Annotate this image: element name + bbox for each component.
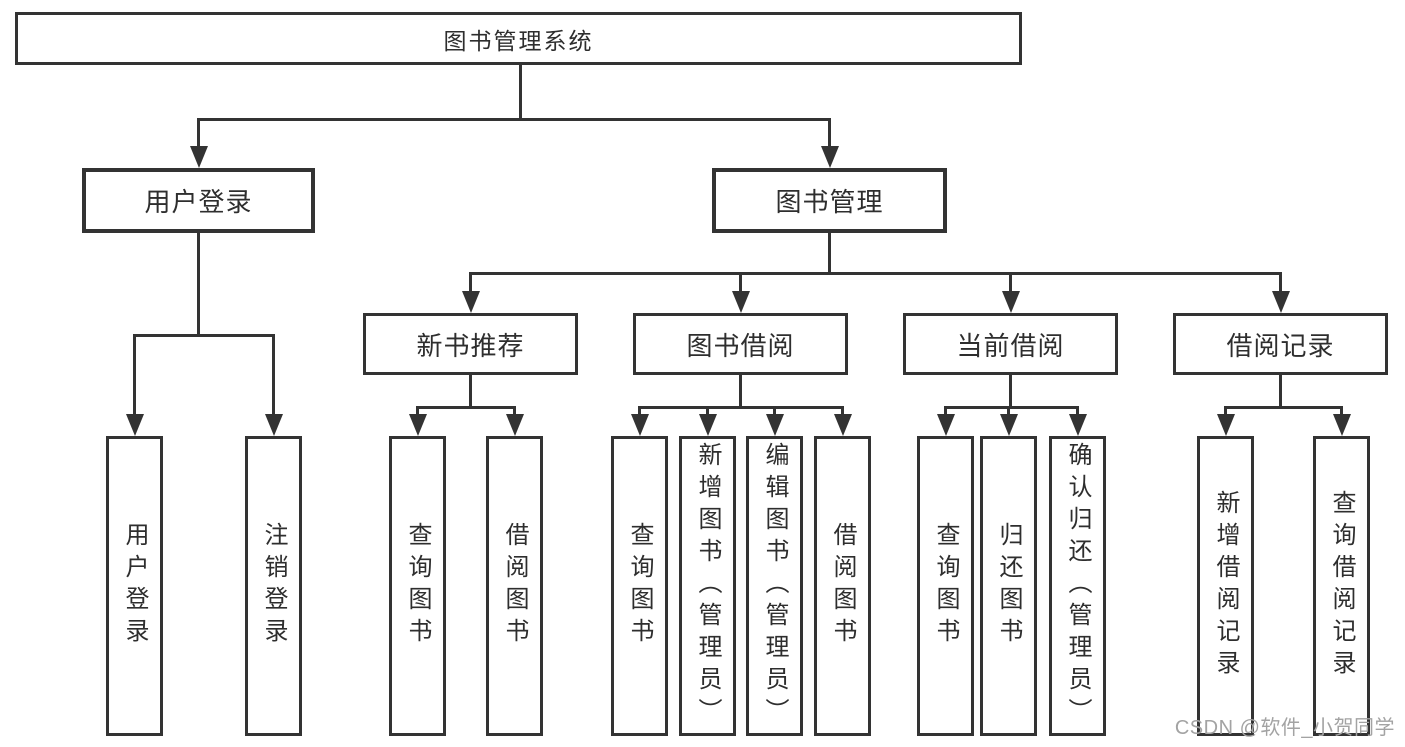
connector-line: [416, 406, 419, 414]
arrow-down-icon: [1000, 414, 1018, 436]
connector-line: [197, 233, 200, 334]
leaf-current-confirm-return-admin: 确认归还（管理员）: [1049, 436, 1106, 736]
connector-line: [773, 406, 776, 414]
leaf-borrow-add-books-admin: 新增图书（管理员）: [679, 436, 736, 736]
connector-line: [706, 406, 709, 414]
leaf-user-login: 用户登录: [106, 436, 163, 736]
arrow-down-icon: [1333, 414, 1351, 436]
connector-line: [1340, 406, 1343, 414]
node-new-book-recommend: 新书推荐: [363, 313, 578, 375]
connector-line: [133, 334, 136, 414]
arrow-down-icon: [462, 291, 480, 313]
connector-line: [469, 272, 1282, 275]
connector-line: [1076, 406, 1079, 414]
arrow-down-icon: [834, 414, 852, 436]
connector-line: [841, 406, 844, 414]
connector-line: [638, 406, 844, 409]
connector-line: [1007, 406, 1010, 414]
arrow-down-icon: [1272, 291, 1290, 313]
connector-line: [828, 233, 831, 272]
leaf-borrow-query-books: 查询图书: [611, 436, 668, 736]
leaf-current-query-books: 查询图书: [917, 436, 974, 736]
arrow-down-icon: [1217, 414, 1235, 436]
arrow-down-icon: [1002, 291, 1020, 313]
arrow-down-icon: [631, 414, 649, 436]
connector-line: [197, 118, 831, 121]
connector-line: [519, 65, 522, 118]
arrow-down-icon: [937, 414, 955, 436]
leaf-record-query: 查询借阅记录: [1313, 436, 1370, 736]
connector-line: [739, 272, 742, 291]
connector-line: [272, 334, 275, 414]
watermark-text: CSDN @软件_小贺同学: [1174, 717, 1395, 739]
node-root: 图书管理系统: [15, 12, 1022, 65]
connector-line: [1279, 375, 1282, 406]
leaf-borrow-edit-books-admin: 编辑图书（管理员）: [746, 436, 803, 736]
arrow-down-icon: [409, 414, 427, 436]
connector-line: [638, 406, 641, 414]
arrow-down-icon: [506, 414, 524, 436]
arrow-down-icon: [265, 414, 283, 436]
leaf-borrow-lend-books: 借阅图书: [814, 436, 871, 736]
connector-line: [133, 334, 275, 337]
arrow-down-icon: [699, 414, 717, 436]
arrow-down-icon: [190, 146, 208, 168]
connector-line: [828, 118, 831, 146]
leaf-recommend-borrow-books: 借阅图书: [486, 436, 543, 736]
connector-line: [944, 406, 1079, 409]
leaf-recommend-query-books: 查询图书: [389, 436, 446, 736]
connector-line: [469, 272, 472, 291]
arrow-down-icon: [732, 291, 750, 313]
connector-line: [1009, 272, 1012, 291]
connector-line: [197, 118, 200, 146]
connector-line: [1009, 375, 1012, 406]
connector-line: [1224, 406, 1343, 409]
node-current-borrow: 当前借阅: [903, 313, 1118, 375]
arrow-down-icon: [766, 414, 784, 436]
node-book-borrow: 图书借阅: [633, 313, 848, 375]
leaf-logout: 注销登录: [245, 436, 302, 736]
connector-line: [1279, 272, 1282, 291]
arrow-down-icon: [1069, 414, 1087, 436]
connector-line: [739, 375, 742, 406]
connector-line: [416, 406, 516, 409]
arrow-down-icon: [821, 146, 839, 168]
connector-line: [469, 375, 472, 406]
node-book-management: 图书管理: [712, 168, 947, 233]
leaf-current-return-books: 归还图书: [980, 436, 1037, 736]
leaf-record-add: 新增借阅记录: [1197, 436, 1254, 736]
node-borrow-record: 借阅记录: [1173, 313, 1388, 375]
connector-line: [1224, 406, 1227, 414]
connector-line: [944, 406, 947, 414]
node-user-login: 用户登录: [82, 168, 315, 233]
connector-line: [513, 406, 516, 414]
arrow-down-icon: [126, 414, 144, 436]
